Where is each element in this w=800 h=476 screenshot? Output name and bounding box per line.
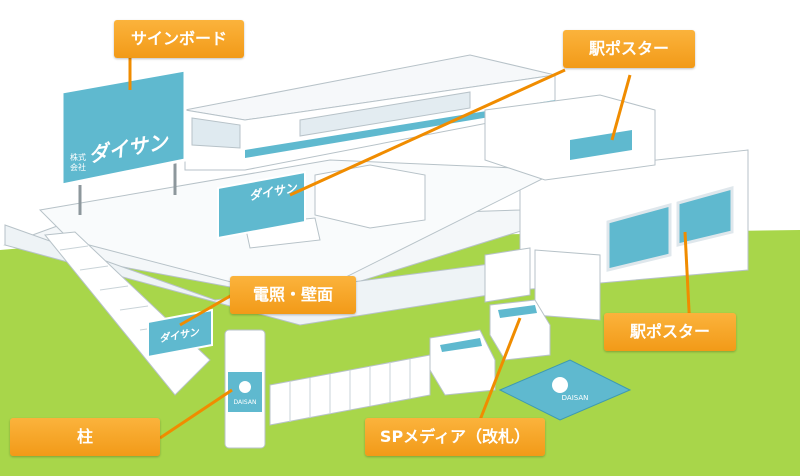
signboard-panel	[60, 68, 187, 187]
platform-sign-panel	[217, 170, 306, 240]
poster-wall-2	[676, 186, 734, 247]
signboard-prefix-1: 株式	[70, 152, 86, 162]
label-sp-media: SPメディア（改札）	[365, 418, 545, 456]
platform-building	[484, 94, 656, 181]
label-lighting-wall: 電照・壁面	[230, 276, 356, 314]
floor-mat-mark	[552, 377, 568, 393]
label-signboard: サインボード	[114, 20, 244, 58]
wall-sign-panel	[147, 308, 213, 359]
poster-top	[570, 130, 632, 160]
ticket-gate-right-stripe	[498, 305, 537, 318]
label-station-poster-right: 駅ポスター	[604, 313, 736, 351]
platform-shelter	[314, 164, 426, 229]
pillar-ad-brand: DAISAN	[234, 399, 257, 406]
train-front-window	[191, 117, 241, 149]
pillar-ad-mark	[239, 381, 251, 393]
train-stripe	[245, 100, 555, 158]
train-side-windows	[299, 91, 471, 137]
poster-wall-1	[606, 203, 672, 272]
label-pillar: 柱	[10, 418, 160, 456]
ticket-gate-left-stripe	[440, 338, 482, 352]
floor-mat-brand: DAISAN	[562, 394, 589, 402]
fence-slats	[289, 359, 411, 422]
signboard-prefix-2: 会社	[70, 162, 86, 172]
staircase	[44, 231, 211, 396]
staircase-right-under	[484, 247, 531, 303]
label-station-poster-top: 駅ポスター	[563, 30, 695, 68]
lower-building	[534, 249, 601, 321]
ticket-gate-left	[429, 329, 496, 396]
